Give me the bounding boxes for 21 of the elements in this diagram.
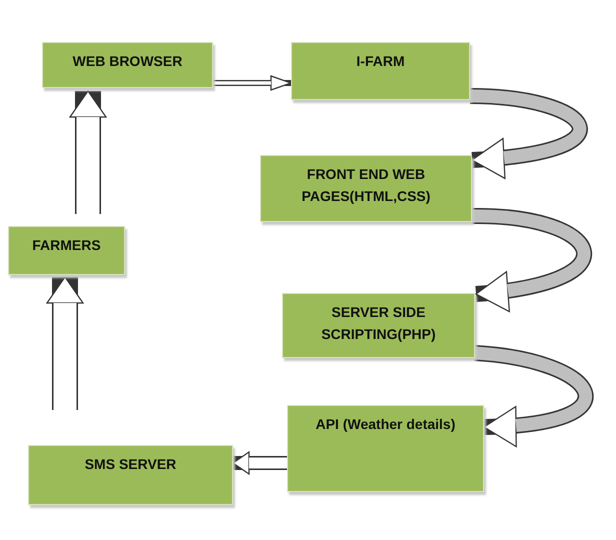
arrow [470,88,588,178]
process-box [260,155,472,222]
arrow [46,276,84,410]
arrow [472,208,592,311]
arrow [232,451,287,475]
arrow [213,75,292,91]
box-label: SERVER SIDE SCRIPTING(PHP) [320,303,437,344]
process-box [42,42,213,88]
arrow [474,345,593,446]
box-label: WEB BROWSER [72,52,182,71]
process-box [28,445,233,505]
box-label: FARMERS [32,236,101,255]
process-box [287,405,484,492]
process-box [291,42,470,100]
box-label: API (Weather details) [316,415,456,434]
box-label: I-FARM [356,52,405,71]
process-box [282,293,475,358]
box-label: SMS SERVER [84,455,176,474]
box-label: FRONT END WEB PAGES(HTML,CSS) [300,165,432,206]
process-box [8,226,125,275]
arrow [69,90,107,214]
